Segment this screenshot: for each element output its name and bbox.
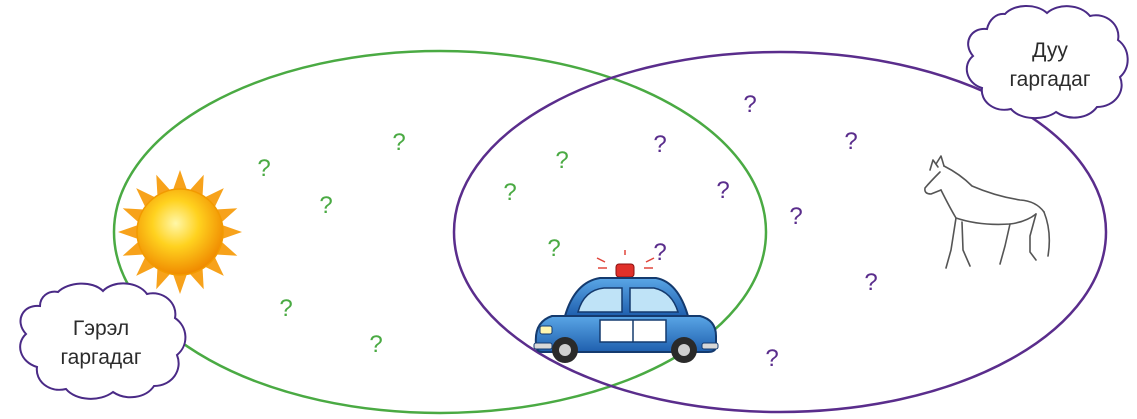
question-mark-left-1: ? (392, 129, 405, 156)
question-mark-overlap-green-1: ? (555, 147, 568, 174)
right-cloud-line1: Дуу (1032, 39, 1068, 62)
question-mark-right-3: ? (789, 203, 802, 230)
question-mark-overlap-purple-1: ? (653, 131, 666, 158)
question-mark-right-2: ? (844, 128, 857, 155)
horse-icon (925, 156, 1049, 268)
left-cloud-label: Гэрэл гаргадаг (20, 283, 185, 398)
question-mark-overlap-green-2: ? (503, 179, 516, 206)
question-mark-overlap-purple-3: ? (653, 239, 666, 266)
question-mark-left-5: ? (369, 331, 382, 358)
sun-icon (118, 170, 242, 294)
question-mark-right-5: ? (765, 345, 778, 372)
right-cloud-label: Дуу гаргадаг (967, 6, 1128, 118)
question-mark-left-4: ? (279, 295, 292, 322)
question-mark-overlap-green-3: ? (547, 235, 560, 262)
question-mark-left-2: ? (257, 155, 270, 182)
question-mark-right-1: ? (743, 91, 756, 118)
question-mark-left-3: ? (319, 192, 332, 219)
left-cloud-line2: гаргадаг (60, 346, 141, 369)
right-cloud-line2: гаргадаг (1009, 68, 1090, 91)
police-car-icon (534, 250, 718, 363)
question-mark-overlap-purple-2: ? (716, 177, 729, 204)
left-cloud-line1: Гэрэл (73, 317, 129, 340)
question-mark-right-4: ? (864, 269, 877, 296)
